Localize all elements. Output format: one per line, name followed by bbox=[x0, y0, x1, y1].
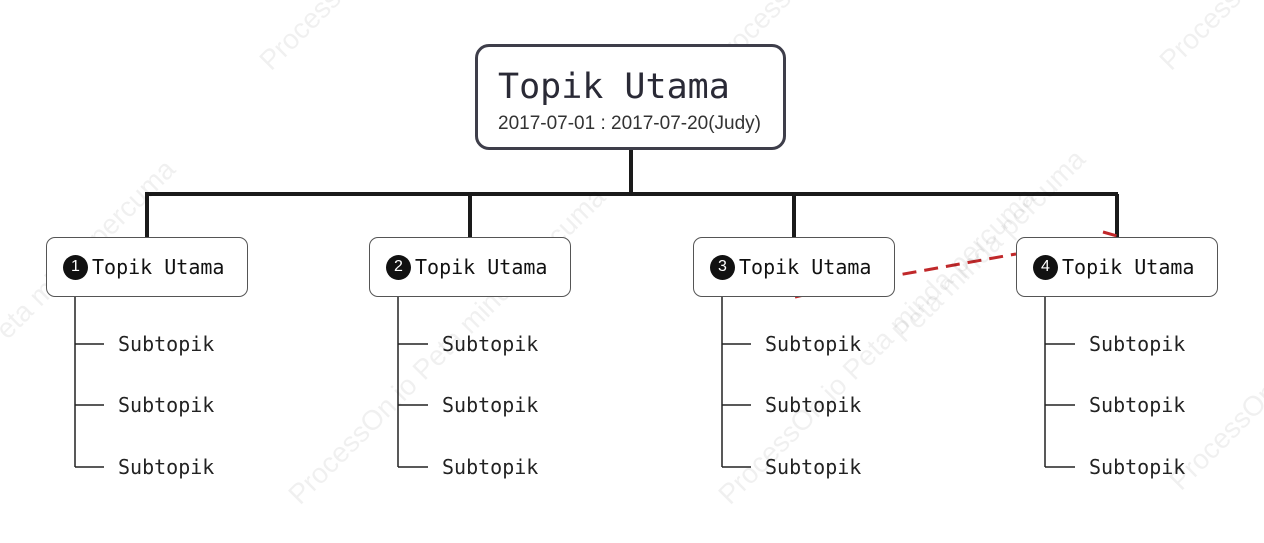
subtopic-4-3[interactable]: Subtopik bbox=[1089, 455, 1186, 479]
subtopic-tree-4 bbox=[1044, 297, 1075, 468]
main-topic-3[interactable]: 3 Topik Utama bbox=[693, 237, 895, 297]
main-topic-2[interactable]: 2 Topik Utama bbox=[369, 237, 571, 297]
subtopic-1-2[interactable]: Subtopik bbox=[118, 393, 215, 417]
subtopic-4-1[interactable]: Subtopik bbox=[1089, 332, 1186, 356]
subtopic-3-2[interactable]: Subtopik bbox=[765, 393, 862, 417]
number-badge-icon: 3 bbox=[710, 254, 735, 280]
subtopic-3-1[interactable]: Subtopik bbox=[765, 332, 862, 356]
main-topic-label: Topik Utama bbox=[1062, 255, 1195, 279]
root-topic-title: Topik Utama bbox=[498, 67, 730, 107]
number-badge-icon: 4 bbox=[1033, 254, 1058, 280]
subtopic-tree-2 bbox=[397, 297, 428, 468]
main-topic-label: Topik Utama bbox=[739, 255, 872, 279]
number-badge-icon: 2 bbox=[386, 254, 411, 280]
subtopic-2-3[interactable]: Subtopik bbox=[442, 455, 539, 479]
subtopic-1-3[interactable]: Subtopik bbox=[118, 455, 215, 479]
subtopic-tree-3 bbox=[721, 297, 751, 468]
main-topic-1[interactable]: 1 Topik Utama bbox=[46, 237, 248, 297]
main-topic-label: Topik Utama bbox=[92, 255, 225, 279]
root-topic[interactable]: Topik Utama 2017-07-01 : 2017-07-20(Judy… bbox=[475, 44, 786, 150]
subtopic-2-2[interactable]: Subtopik bbox=[442, 393, 539, 417]
subtopic-3-3[interactable]: Subtopik bbox=[765, 455, 862, 479]
subtopic-4-2[interactable]: Subtopik bbox=[1089, 393, 1186, 417]
subtopic-tree-1 bbox=[74, 297, 104, 468]
number-badge-icon: 1 bbox=[63, 254, 88, 280]
subtopic-1-1[interactable]: Subtopik bbox=[118, 332, 215, 356]
main-topic-4[interactable]: 4 Topik Utama bbox=[1016, 237, 1218, 297]
root-topic-date-range: 2017-07-01 : 2017-07-20(Judy) bbox=[498, 113, 762, 134]
main-topic-label: Topik Utama bbox=[415, 255, 548, 279]
subtopic-2-1[interactable]: Subtopik bbox=[442, 332, 539, 356]
